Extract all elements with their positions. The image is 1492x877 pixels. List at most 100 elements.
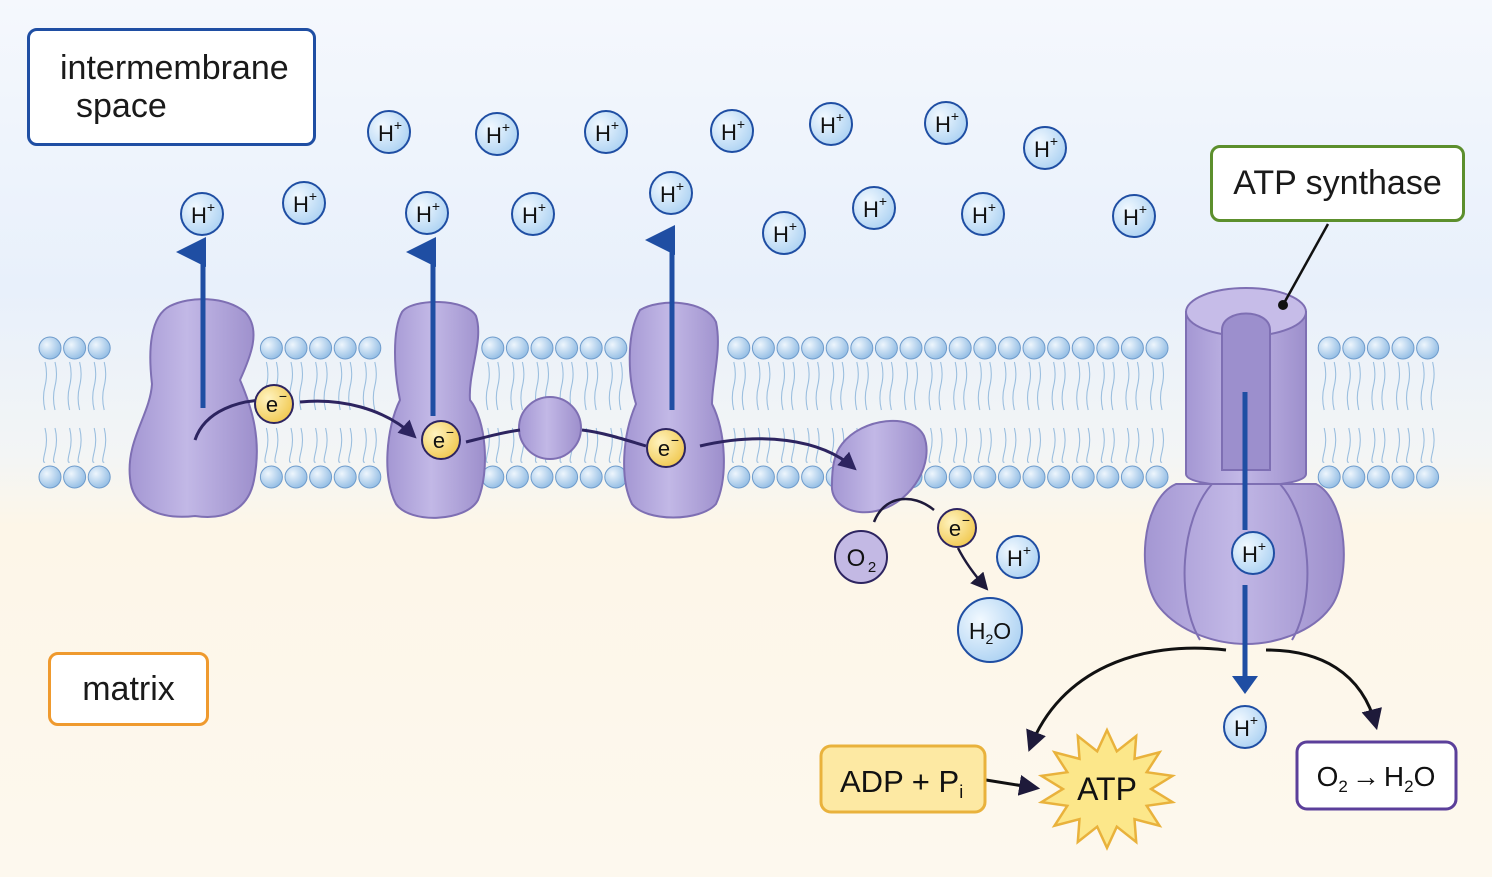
proton-circle — [584, 110, 628, 154]
lipid-head — [801, 465, 825, 489]
atp-text: ATP — [1077, 771, 1137, 807]
electron-path-5 — [699, 437, 857, 471]
proton-symbol: H — [721, 120, 737, 145]
proton-circle — [1112, 194, 1156, 238]
o2-h2o-arrow: → — [1352, 761, 1380, 792]
lipid-tail — [1149, 361, 1155, 463]
proton-symbol: H — [595, 121, 611, 146]
lipid-tail — [1420, 361, 1425, 463]
lipid-tail — [1332, 361, 1337, 463]
o2-h2o-text: O2→H2O — [1317, 761, 1436, 796]
lipid-tail — [928, 361, 933, 463]
lipid-head — [1342, 465, 1366, 489]
proton-symbol: H — [972, 203, 988, 228]
proton-circle — [475, 112, 519, 156]
lipid-head — [1071, 336, 1095, 360]
proton-symbol: H — [935, 112, 951, 137]
lipid-tail — [1036, 361, 1042, 463]
o2-h2o-h: H — [1384, 761, 1404, 792]
lipid-tail — [953, 361, 958, 463]
lipid-tail — [987, 361, 992, 463]
lipid-head — [63, 336, 87, 360]
adp-text: ADP + Pi — [840, 764, 963, 802]
lipid-head — [801, 336, 825, 360]
electron-path-4 — [581, 428, 647, 448]
proton-symbol: H — [378, 121, 394, 146]
proton: H+ — [961, 192, 1005, 236]
water-h: H — [969, 618, 986, 644]
lipid-head — [333, 465, 357, 489]
lipid-head — [284, 336, 308, 360]
lipid-head — [309, 336, 333, 360]
lipid-tail — [1100, 361, 1105, 463]
lipid-heads — [38, 336, 1440, 489]
proton-symbol: H — [1242, 542, 1258, 567]
lipid-tail — [618, 361, 623, 463]
proton-circle — [1231, 531, 1275, 575]
adp-to-atp-arrow — [985, 774, 1041, 796]
proton-circle — [649, 171, 693, 215]
proton: H+ — [924, 101, 968, 145]
lipid-head — [948, 336, 972, 360]
proton: H+ — [405, 191, 449, 235]
lipid-tail — [1405, 361, 1411, 463]
proton-charge: + — [1023, 542, 1031, 558]
proton-charge: + — [611, 117, 619, 133]
adp-sub: i — [959, 782, 963, 802]
lipid-head — [259, 465, 283, 489]
lipid-head — [63, 465, 87, 489]
proton-charge: + — [879, 193, 887, 209]
oxygen-symbol: O — [847, 545, 866, 572]
lipid-tail — [938, 361, 943, 463]
electron: e− — [646, 428, 686, 468]
lipid-head — [1391, 465, 1415, 489]
electron: e− — [937, 508, 977, 548]
lipid-head — [924, 336, 948, 360]
lipid-head — [358, 465, 382, 489]
lipid-head — [1391, 336, 1415, 360]
proton-symbol: H — [293, 192, 309, 217]
inner-membrane — [38, 336, 1440, 489]
proton: H+ — [649, 171, 693, 215]
lipid-tail — [963, 361, 968, 463]
electron-circle — [421, 420, 461, 460]
proton-circle — [762, 211, 806, 255]
lipid-head — [309, 465, 333, 489]
atp-synthase-leader — [1281, 223, 1330, 306]
matrix-label-text: matrix — [82, 669, 175, 708]
proton-symbol: H — [1007, 546, 1023, 571]
ions-layer: H+H+H+H+H+H+H+H+H+H+H+H+H+H+H+H+H+H+H+e−… — [180, 101, 1275, 749]
proton-charge: + — [207, 199, 215, 215]
lipid-tail — [77, 361, 82, 463]
complex-i — [128, 298, 258, 518]
to-water-arrow — [1265, 648, 1382, 731]
lipid-head — [1096, 336, 1120, 360]
proton: H+ — [762, 211, 806, 255]
o2-h2o-o: O — [1317, 761, 1339, 792]
proton-symbol: H — [660, 182, 676, 207]
lipid-head — [1145, 336, 1169, 360]
lipid-head — [1120, 336, 1144, 360]
lipid-tail — [1371, 361, 1376, 463]
lipid-head — [850, 336, 874, 360]
flow-arrows — [176, 225, 1382, 796]
lipid-tail — [1002, 361, 1007, 463]
lipid-tail — [1086, 361, 1091, 463]
complex-iv — [830, 419, 928, 514]
lipid-head — [284, 465, 308, 489]
atp-synthase-label: ATP synthase — [1210, 145, 1465, 222]
lipid-tail — [594, 361, 599, 463]
lipid-head — [997, 465, 1021, 489]
proton-circle — [924, 101, 968, 145]
atp-synthase-f1-lobes — [1183, 483, 1309, 641]
electron-symbol: e — [658, 436, 670, 461]
lipid-tail — [1026, 361, 1032, 463]
lipid-tail — [1125, 361, 1130, 463]
proton: H+ — [180, 192, 224, 236]
intermembrane-space-label: intermembrane space — [27, 28, 316, 146]
proton: H+ — [1231, 531, 1275, 575]
proton-charge: + — [1139, 201, 1147, 217]
proton: H+ — [367, 110, 411, 154]
proton-circle — [710, 109, 754, 153]
